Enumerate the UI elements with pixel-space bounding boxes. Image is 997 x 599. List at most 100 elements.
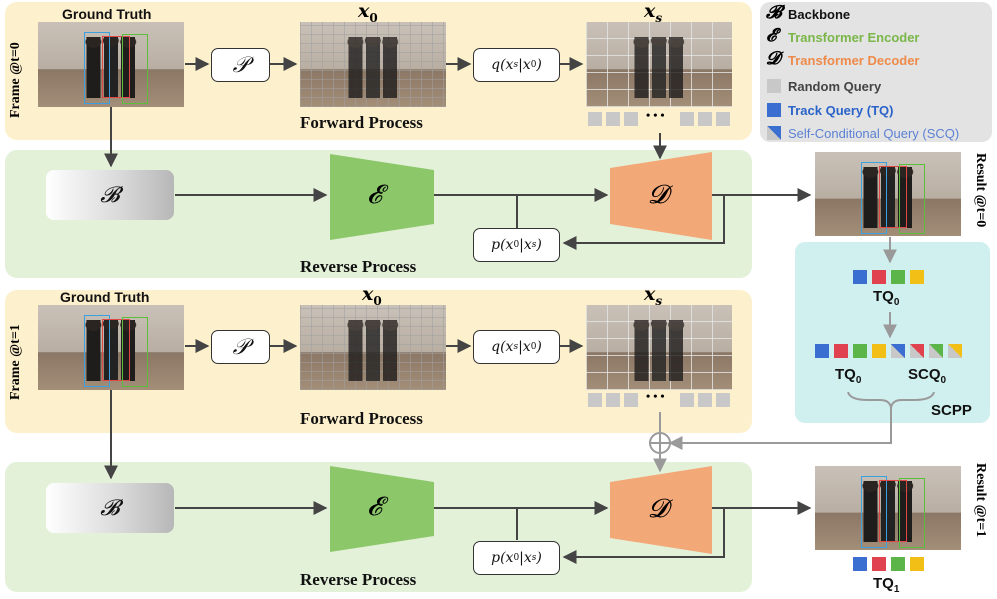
- legend-item-decoder: 𝓓 Transformer Decoder: [766, 48, 991, 72]
- p-part2-t0: |x: [519, 237, 532, 253]
- forward-process-label-t0: Forward Process: [300, 113, 423, 132]
- frame-label-t1: Frame @t=1: [8, 324, 23, 400]
- ellipsis-t0: • • •: [646, 108, 665, 122]
- encoder-symbol-t0: 𝓔: [367, 180, 382, 210]
- legend-symbol-encoder: 𝓔: [766, 25, 777, 46]
- legend-symbol-decoder: 𝓓: [766, 48, 780, 69]
- x0-var-t1: x: [362, 283, 374, 305]
- x0-image-t1: [300, 305, 446, 390]
- legend-item-track-query: Track Query (TQ): [766, 100, 991, 120]
- decoder-symbol-t0: 𝓓: [648, 180, 668, 210]
- legend-label-decoder: Transformer Decoder: [788, 53, 920, 68]
- q-part2-t0: |x: [518, 57, 531, 73]
- track-query-chip-icon: [767, 103, 781, 117]
- tq0-label-top: TQ0: [873, 288, 899, 308]
- tq0-sub-bottom: 0: [855, 375, 862, 386]
- legend-symbol-backbone: 𝓑: [766, 2, 782, 23]
- legend-label-random-query: Random Query: [788, 79, 882, 94]
- xs-sub-t1: s: [655, 293, 663, 308]
- tq0-text-bottom: TQ: [835, 366, 856, 383]
- x0-title-t1: x0: [362, 283, 382, 308]
- legend-panel: [760, 2, 992, 142]
- legend-label-scq: Self-Conditional Query (SCQ): [788, 126, 960, 141]
- random-queries-t0: • • •: [588, 108, 734, 128]
- x0-var-t0: x: [358, 0, 370, 22]
- p-part1-t1: p(x: [491, 550, 514, 566]
- x0-sub-t0: 0: [369, 10, 378, 25]
- xs-title-t1: xs: [644, 283, 662, 308]
- result-label-t1: Result @t=1: [973, 463, 988, 538]
- x0-image-t0: [300, 22, 446, 107]
- result-image-t0: [815, 152, 961, 236]
- p-sub2-t1: s: [531, 553, 537, 563]
- legend-label-backbone: Backbone: [788, 7, 851, 22]
- scq0-label: SCQ0: [908, 366, 946, 386]
- q-sub2-t0: 0: [530, 60, 537, 70]
- ground-truth-image-t0: [38, 22, 184, 107]
- q-close-t1: ): [536, 339, 542, 355]
- p-close-t0: ): [536, 237, 542, 253]
- x0-title-t0: x0: [358, 0, 378, 25]
- scq0-text: SCQ: [908, 366, 941, 383]
- p-part2-t1: |x: [519, 550, 532, 566]
- tq0-queries-top: [853, 270, 933, 286]
- q-part2-t1: |x: [518, 339, 531, 355]
- perturb-box-t0: 𝒫: [211, 48, 270, 82]
- xs-sub-t0: s: [655, 10, 663, 25]
- xs-var-t0: x: [644, 0, 656, 22]
- decoder-block-t0: [610, 152, 712, 240]
- reverse-process-label-t1: Reverse Process: [300, 570, 417, 589]
- legend-item-backbone: 𝓑 Backbone: [766, 2, 991, 26]
- perturb-symbol-t1: 𝒫: [232, 334, 249, 360]
- forward-process-label-t1: Forward Process: [300, 409, 423, 428]
- xs-var-t1: x: [644, 283, 656, 305]
- result-label-t0: Result @t=0: [973, 153, 988, 228]
- legend-label-encoder: Transformer Encoder: [788, 30, 920, 45]
- p-close-t1: ): [536, 550, 542, 566]
- perturb-symbol-t0: 𝒫: [232, 52, 249, 78]
- tq1-queries: [853, 557, 933, 573]
- legend-item-random-query: Random Query: [766, 76, 991, 96]
- result-image-t1: [815, 466, 961, 550]
- p-sub1-t0: 0: [513, 240, 520, 250]
- backbone-block-t1: 𝓑: [46, 483, 174, 533]
- legend-item-scq: Self-Conditional Query (SCQ): [766, 123, 991, 143]
- decoder-symbol-t1: 𝓓: [648, 494, 668, 524]
- xs-image-t0: [586, 22, 732, 107]
- tq1-text: TQ: [873, 575, 894, 592]
- encoder-symbol-t1: 𝓔: [367, 492, 382, 522]
- ground-truth-title-t0: Ground Truth: [62, 6, 152, 22]
- legend-label-track-query: Track Query (TQ): [788, 103, 894, 118]
- encoder-block-t1: [330, 466, 434, 552]
- scq-chip-icon: [767, 126, 781, 140]
- ellipsis-t1: • • •: [646, 389, 665, 403]
- tq0-text-top: TQ: [873, 288, 894, 305]
- xs-image-t1: [586, 305, 732, 390]
- q-part1-t0: q(x: [491, 57, 514, 73]
- tq1-sub: 1: [893, 584, 900, 595]
- backbone-symbol-t1: 𝓑: [100, 495, 120, 521]
- backbone-symbol-t0: 𝓑: [100, 182, 120, 208]
- ground-truth-image-t1: [38, 305, 184, 390]
- x0-sub-t1: 0: [373, 293, 382, 308]
- encoder-block-t0: [330, 154, 434, 240]
- reverse-process-label-t0: Reverse Process: [300, 257, 417, 276]
- scq0-sub: 0: [940, 375, 947, 386]
- random-queries-t1: • • •: [588, 389, 734, 409]
- tq0-sub-top: 0: [893, 297, 900, 308]
- legend-item-encoder: 𝓔 Transformer Encoder: [766, 25, 991, 49]
- tq0-label-bottom: TQ0: [835, 366, 861, 386]
- p-part1-t0: p(x: [491, 237, 514, 253]
- random-query-chip-icon: [767, 79, 781, 93]
- frame-label-t0: Frame @t=0: [8, 42, 23, 118]
- q-sub2-t1: 0: [530, 342, 537, 352]
- tq1-label: TQ1: [873, 575, 899, 595]
- q-part1-t1: q(x: [491, 339, 514, 355]
- p-sub1-t1: 0: [513, 553, 520, 563]
